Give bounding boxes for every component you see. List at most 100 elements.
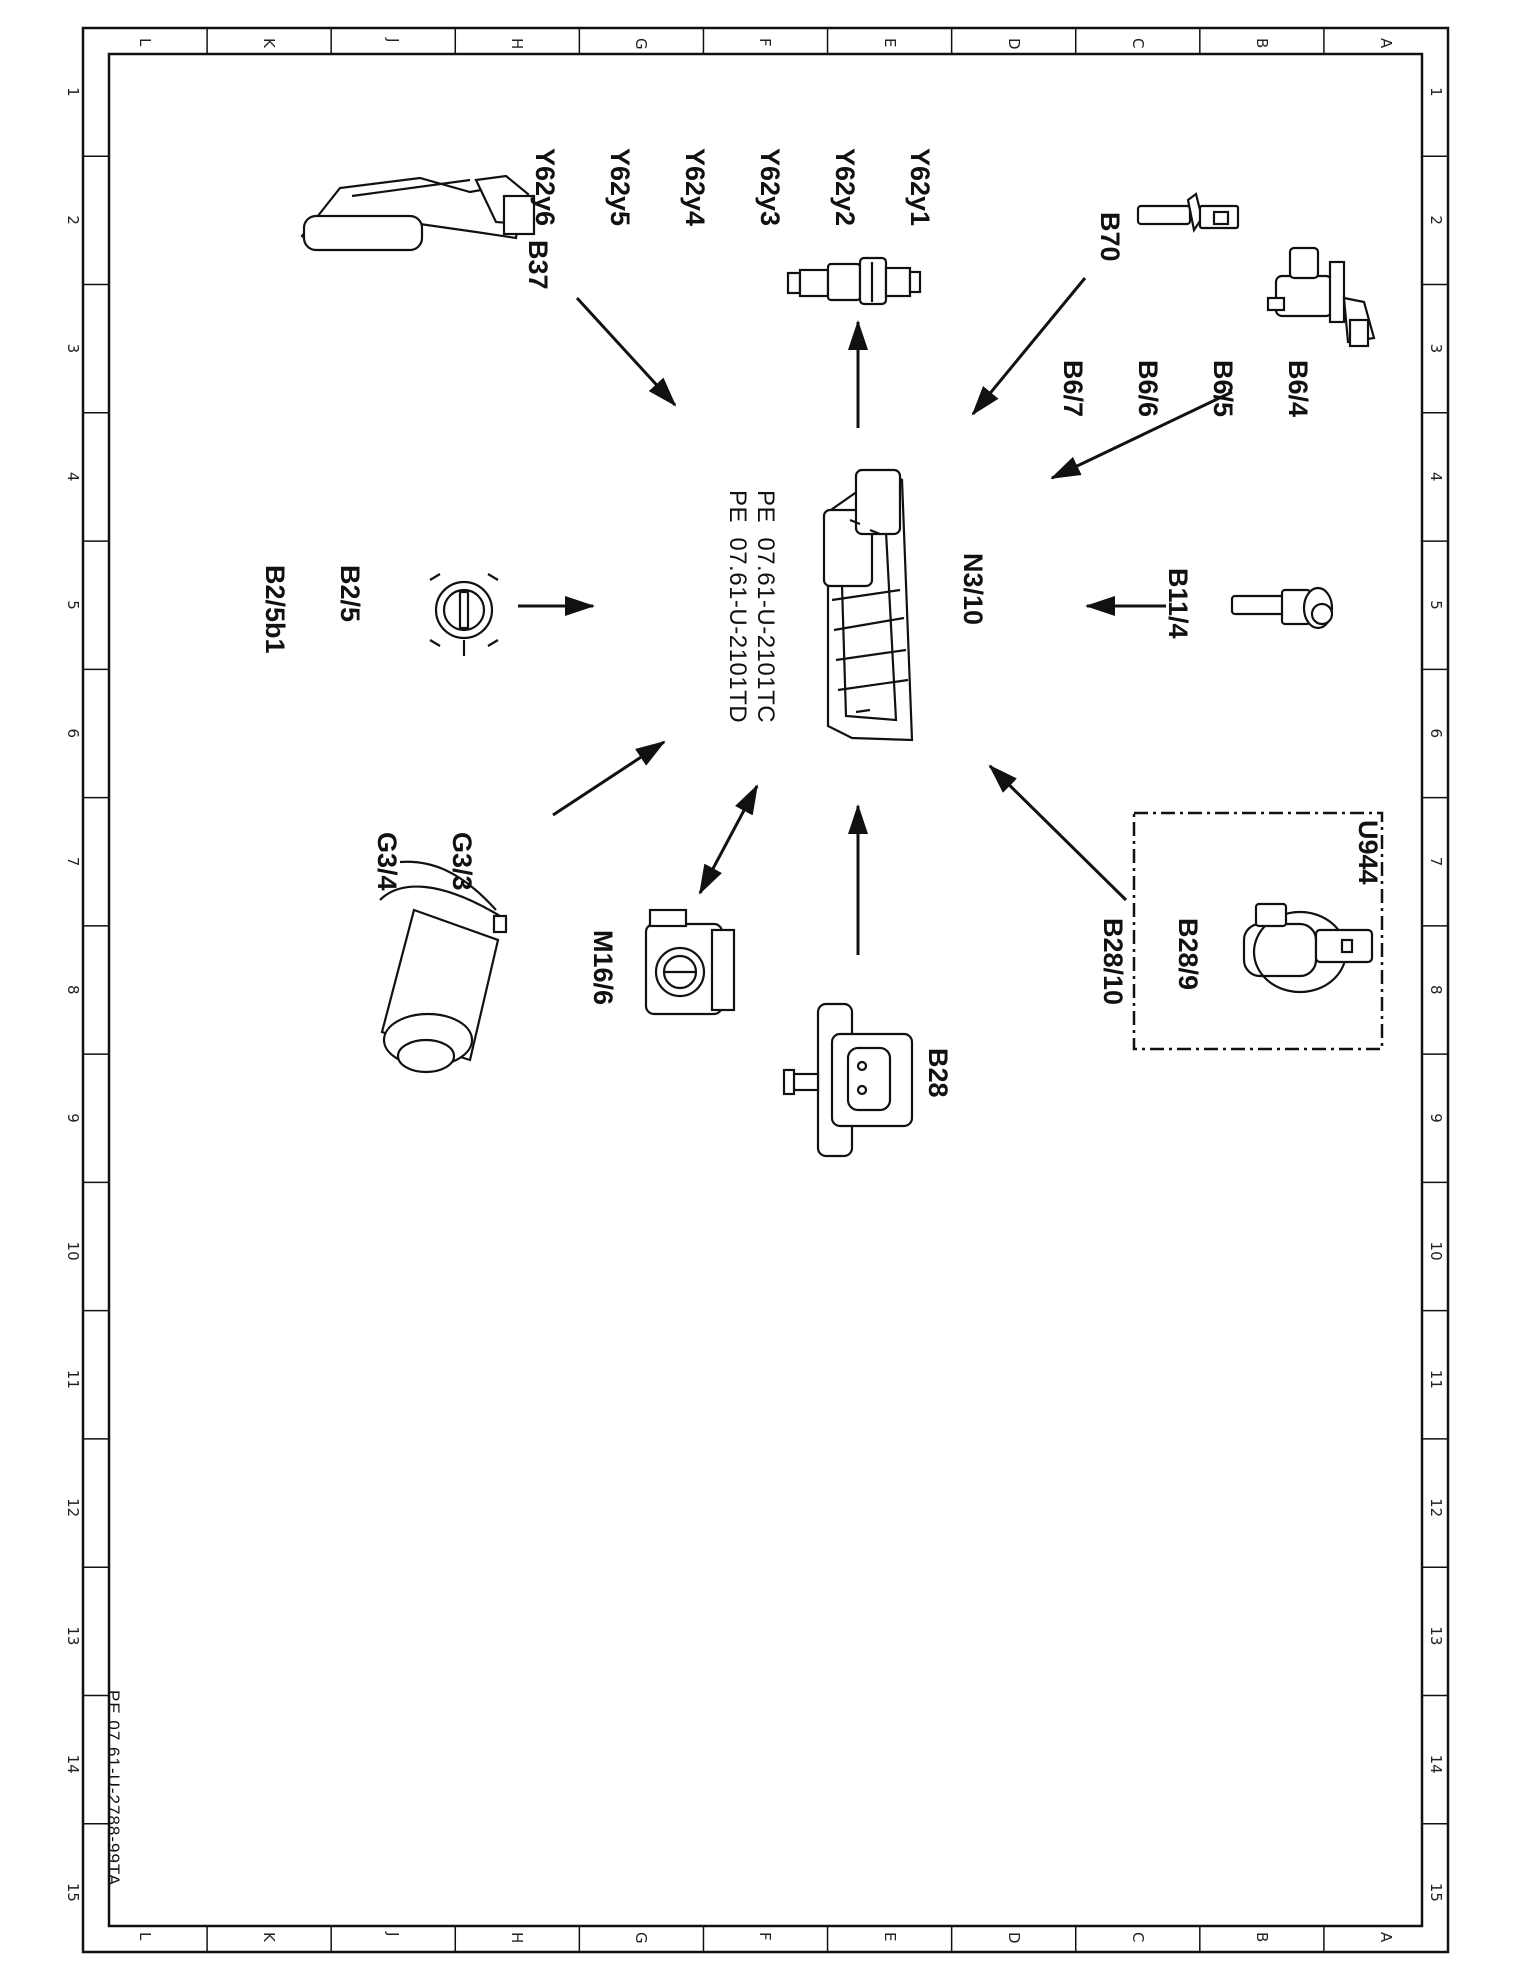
b37-label: B37 [523,240,553,290]
b11-4-label: B11/4 [1163,568,1193,639]
zone-number-1: 1 [1427,87,1445,97]
zone-letter-d: D [1004,38,1023,50]
b2-5-label: B2/5 [335,565,365,623]
zone-number-6: 6 [64,728,82,738]
zone-letter-j: J [384,38,403,43]
g3-labels: G3/3 G3/4 [324,832,524,891]
m16-6-label: M16/6 [588,930,618,1006]
zone-number-5: 5 [64,600,82,610]
cam-label-3: B6/6 [1133,360,1163,418]
outer-border [81,26,1450,1954]
zone-number-12: 12 [64,1498,82,1518]
zone-number-15: 15 [64,1882,82,1902]
zone-letter-c: C [1128,1932,1147,1943]
u944-label: U944 [1353,820,1383,885]
injector-label-1: Y62y1 [905,148,935,227]
ecu-ref-2: PE 07.61-U-2101TD [724,490,751,724]
injector-label-4: Y62y4 [680,148,710,227]
zone-letter-c: C [1128,38,1147,49]
zone-number-10: 10 [64,1241,82,1261]
g3-3-label: G3/3 [447,832,477,891]
zone-number-3: 3 [64,343,82,354]
ecu-n3-10-drawing [822,468,914,742]
map-labels: B28/9 B28/10 [1050,918,1250,1005]
injector-label-6: Y62y6 [530,148,560,227]
b2-5b1-label: B2/5b1 [260,565,290,654]
zone-number-5: 5 [1427,600,1445,610]
fuel-injector-drawing [786,256,922,306]
zone-number-1: 1 [64,87,82,97]
ecu-ref-1: PE 07.61-U-2101TC [752,490,779,724]
zone-letter-h: H [508,38,527,50]
zone-letter-b: B [1252,1932,1271,1943]
b70-label: B70 [1095,212,1125,262]
zone-letter-g: G [632,1932,651,1944]
zone-number-7: 7 [1427,856,1445,867]
injector-label-2: Y62y2 [830,148,860,227]
zone-number-13: 13 [1427,1626,1445,1646]
g3-4-label: G3/4 [372,832,402,891]
zone-number-3: 3 [1427,343,1445,354]
zone-letter-d: D [1004,1932,1023,1944]
zone-number-15: 15 [1427,1882,1445,1902]
cam-label-2: B6/5 [1208,360,1238,418]
ignition-labels: B2/5 B2/5b1 [212,565,412,654]
zone-letter-h: H [508,1932,527,1944]
m16-6-throttle-drawing [644,908,736,1016]
zone-letter-k: K [260,38,279,48]
b28-sensor-drawing [782,1002,914,1158]
zone-letter-f: F [756,1932,775,1941]
zone-number-11: 11 [64,1369,82,1389]
zone-letter-l: L [136,38,155,47]
zone-number-7: 7 [64,856,82,867]
zone-number-14: 14 [64,1754,82,1774]
zone-letter-j: J [384,1932,403,1937]
cam-sensor-labels: B6/4 B6/5 B6/6 B6/7 [1010,360,1360,417]
zone-number-2: 2 [64,215,82,225]
zone-number-6: 6 [1427,728,1445,738]
zone-letter-l: L [136,1932,155,1941]
zone-letter-g: G [632,38,651,50]
zone-letter-a: A [1376,1932,1395,1943]
b2-5-drawing [429,573,499,656]
zone-letter-e: E [880,38,899,48]
b37-pedal-drawing [300,174,536,252]
zone-letter-b: B [1252,38,1271,49]
ecu-label: N3/10 [958,553,988,626]
arrow-b70 [971,277,1087,416]
zone-number-10: 10 [1427,1241,1445,1261]
zone-number-12: 12 [1427,1498,1445,1518]
b28-label: B28 [923,1048,953,1098]
injector-labels: Y62y1 Y62y2 Y62y3 Y62y4 Y62y5 Y62y6 [482,148,982,226]
cam-label-4: B6/7 [1058,360,1088,418]
zone-number-8: 8 [1427,985,1445,995]
arrow-u944 [988,764,1128,902]
zone-number-9: 9 [1427,1113,1445,1123]
injector-label-3: Y62y3 [755,148,785,227]
drawing-number: PE 07.61-U-2788-99TA [104,1690,123,1887]
injector-label-5: Y62y5 [605,148,635,227]
zone-number-14: 14 [1427,1754,1445,1774]
inner-border [107,52,1424,1928]
zone-number-11: 11 [1427,1369,1445,1389]
u944-box [1132,811,1384,1051]
zone-letter-f: F [756,38,775,47]
b28-9-label: B28/9 [1173,918,1203,991]
cam-label-1: B6/4 [1283,360,1313,418]
zone-number-9: 9 [64,1113,82,1123]
b70-sensor-drawing [1136,192,1240,233]
b28-9-sensor-drawing [1242,902,1374,994]
zone-number-2: 2 [1427,215,1445,225]
zone-number-4: 4 [64,471,82,482]
zone-letter-k: K [260,1932,279,1942]
b11-4-sensor-drawing [1230,586,1334,630]
arrow-m16 [698,784,759,895]
zone-number-4: 4 [1427,471,1445,482]
b28-10-label: B28/10 [1098,918,1128,1006]
arrow-b37 [575,296,677,407]
b6-sensor-drawing [1266,246,1376,348]
g3-sensor-drawing [379,860,508,1074]
arrow-b6 [1050,390,1233,480]
